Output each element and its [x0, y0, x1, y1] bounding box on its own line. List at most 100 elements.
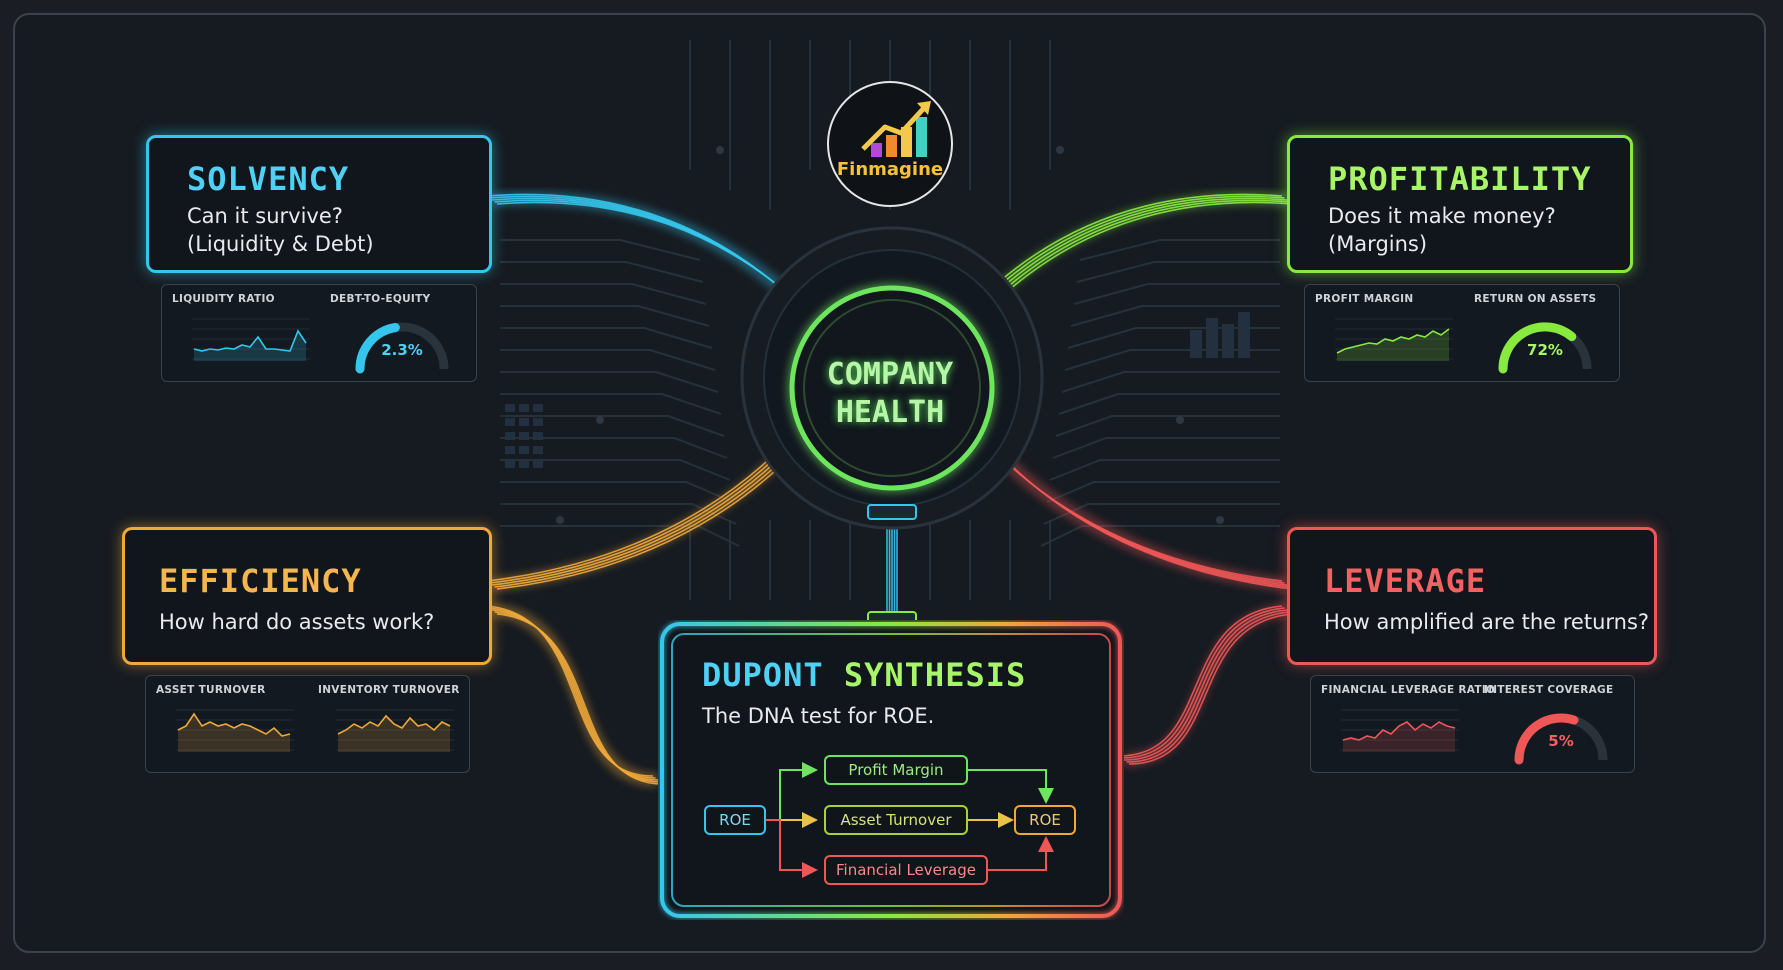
return-on-assets-gauge [1498, 322, 1592, 374]
circuit-trace [500, 525, 740, 547]
debt-to-equity-gauge [355, 322, 449, 374]
liquidity-ratio-sparkline [192, 318, 310, 361]
decorative-cell [519, 404, 529, 412]
decorative-bar [1190, 330, 1202, 358]
sparkline-line [193, 329, 307, 352]
dupont-title: DUPONT SYNTHESIS [702, 656, 1026, 694]
circuit-trace [500, 481, 734, 503]
circuit-node [1056, 146, 1064, 154]
dupont-profit-margin-node[interactable]: Profit Margin [824, 755, 968, 785]
sparkline-area [1337, 329, 1449, 361]
financial-leverage-sparkline [1341, 709, 1459, 752]
efficiency-card[interactable]: EFFICIENCY How hard do assets work? [122, 527, 492, 665]
circuit-trace [1055, 415, 1280, 437]
sparkline-area [178, 714, 290, 752]
rising-bar-chart-icon [861, 101, 931, 157]
circuit-node [556, 516, 564, 524]
sparkline-line [177, 712, 291, 737]
leverage-dupont-cable [1118, 603, 1293, 767]
interest-coverage-label: INTEREST COVERAGE [1484, 684, 1614, 696]
sparkline-line [1342, 721, 1456, 741]
decorative-bar [1206, 318, 1218, 358]
efficiency-cable [486, 440, 799, 592]
circuit-trace [500, 327, 713, 349]
circuit-trace [1058, 393, 1280, 415]
gauge-fill [1514, 713, 1579, 765]
circuit-node [1176, 416, 1184, 424]
dupont-roe-input[interactable]: ROE [704, 805, 766, 835]
company-health-title: COMPANY HEALTH [826, 357, 954, 430]
gauge-fill [1498, 322, 1577, 374]
circuit-trace [1076, 261, 1280, 283]
circuit-trace [500, 415, 725, 437]
leverage-metrics-panel: FINANCIAL LEVERAGE RATIO INTEREST COVERA… [1310, 675, 1635, 773]
dupont-card[interactable]: DUPONT SYNTHESIS The DNA test for ROE. R… [658, 620, 1124, 920]
sparkline-line [1336, 328, 1450, 354]
circuit-trace [1070, 305, 1280, 327]
profitability-subtitle: Does it make money? (Margins) [1328, 204, 1556, 256]
dupont-roe-output[interactable]: ROE [1014, 805, 1076, 835]
circuit-trace [1043, 503, 1280, 525]
debt-to-equity-label: DEBT-TO-EQUITY [330, 293, 431, 305]
decorative-cell [519, 432, 529, 440]
circuit-trace [1049, 459, 1280, 481]
profitability-cable [977, 191, 1293, 311]
decorative-cell [505, 446, 515, 454]
logo-name: Finmagine [836, 159, 944, 180]
solvency-card[interactable]: SOLVENCY Can it survive? (Liquidity & De… [146, 135, 492, 273]
leverage-card[interactable]: LEVERAGE How amplified are the returns? [1287, 527, 1657, 665]
decorative-cell [533, 404, 543, 412]
finmagine-logo: Finmagine [827, 81, 953, 207]
profit-margin-label: PROFIT MARGIN [1315, 293, 1414, 305]
inventory-turnover-sparkline [336, 709, 454, 752]
return-on-assets-label: RETURN ON ASSETS [1474, 293, 1597, 305]
profit-margin-sparkline [1335, 318, 1453, 361]
circuit-trace [500, 305, 710, 327]
decorative-bar [1222, 324, 1234, 358]
sparkline-area [194, 331, 306, 361]
decorative-bars [505, 312, 1250, 468]
debt-to-equity-value: 2.3% [381, 341, 423, 359]
circuit-trace [500, 459, 731, 481]
circuit-trace [500, 261, 704, 283]
dupont-frame [660, 622, 1122, 918]
asset-turnover-sparkline [176, 709, 294, 752]
return-on-assets-value: 72% [1527, 341, 1563, 359]
decorative-cell [533, 446, 543, 454]
circuit-trace [1040, 525, 1280, 547]
company-health-ring [740, 226, 1044, 627]
dupont-asset-turnover-node[interactable]: Asset Turnover [824, 805, 968, 835]
decorative-cell [505, 418, 515, 426]
circuit-trace [500, 393, 722, 415]
dupont-financial-leverage-node[interactable]: Financial Leverage [824, 855, 988, 885]
decorative-cell [505, 432, 515, 440]
circuit-trace [1079, 239, 1280, 261]
decorative-cell [533, 418, 543, 426]
efficiency-title: EFFICIENCY [159, 562, 362, 600]
circuit-trace [500, 437, 728, 459]
asset-turnover-label: ASSET TURNOVER [156, 684, 266, 696]
efficiency-dupont-cable [486, 603, 664, 787]
dupont-title-word-1: DUPONT [702, 656, 824, 694]
decorative-cell [519, 460, 529, 468]
gauge-fill [355, 323, 400, 374]
dupont-flow-arrows [766, 762, 1054, 878]
decorative-cell [533, 432, 543, 440]
profitability-title: PROFITABILITY [1328, 160, 1592, 198]
decorative-cell [505, 460, 515, 468]
circuit-trace [500, 371, 719, 393]
profitability-card[interactable]: PROFITABILITY Does it make money? (Margi… [1287, 135, 1633, 273]
circuit-node [596, 416, 604, 424]
decorative-cell [505, 404, 515, 412]
profitability-metrics-panel: PROFIT MARGIN RETURN ON ASSETS 72% [1304, 284, 1620, 382]
circuit-trace [500, 503, 737, 525]
financial-leverage-ratio-label: FINANCIAL LEVERAGE RATIO [1321, 684, 1496, 696]
decorative-cell [533, 460, 543, 468]
inventory-turnover-label: INVENTORY TURNOVER [318, 684, 460, 696]
circuit-node [716, 146, 724, 154]
solvency-cable [486, 191, 806, 311]
sparkline-line [337, 714, 451, 735]
circuit-trace [500, 283, 707, 305]
decorative-bar [1238, 312, 1250, 358]
